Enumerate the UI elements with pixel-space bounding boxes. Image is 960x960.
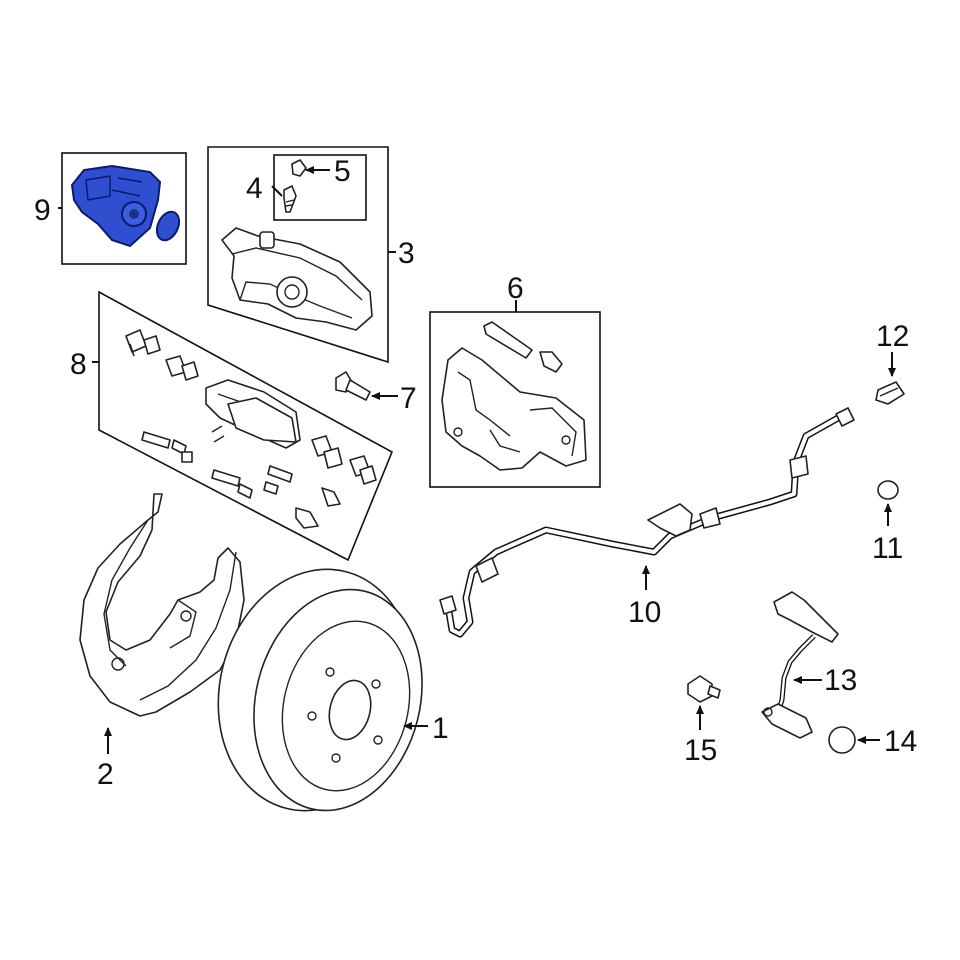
part-10-brake-line[interactable] — [439, 407, 855, 638]
callout-8: 8 — [70, 348, 87, 381]
part-12-cap[interactable] — [875, 381, 905, 405]
part-15-bolt[interactable] — [687, 675, 721, 703]
part-1-rotor[interactable] — [193, 548, 444, 831]
part-13-group[interactable]: 13 — [761, 591, 857, 739]
part-9-body — [70, 164, 162, 248]
part-15-group[interactable]: 15 — [684, 675, 721, 767]
part-6-group[interactable]: 6 — [429, 272, 601, 488]
callout-1: 1 — [432, 712, 449, 745]
part-1-group[interactable]: 1 — [193, 548, 449, 831]
part-2-dust-shield[interactable] — [79, 493, 245, 717]
callout-6: 6 — [507, 272, 524, 305]
callout-12: 12 — [876, 320, 909, 353]
part-14-oring[interactable] — [828, 726, 856, 754]
callout-10: 10 — [628, 596, 661, 629]
part-9-group[interactable]: 9 — [34, 152, 187, 265]
callout-9: 9 — [34, 194, 51, 227]
part-9-detail — [85, 175, 143, 201]
part-12-group[interactable]: 12 — [875, 320, 909, 405]
callout-11: 11 — [872, 532, 903, 565]
part-3-frame — [207, 146, 389, 364]
part-9-oring — [155, 210, 181, 242]
callout-4-leader — [271, 185, 283, 197]
part-14-group[interactable]: 14 — [828, 725, 917, 758]
part-8-frame — [98, 290, 394, 562]
part-7-group[interactable]: 7 — [335, 371, 417, 415]
part-8-clips — [125, 329, 377, 485]
callout-5: 5 — [334, 155, 351, 188]
part-6-bracket[interactable] — [441, 347, 587, 471]
part-9-actuator[interactable] — [70, 164, 183, 248]
part-3-caliper[interactable] — [221, 227, 373, 331]
callout-2: 2 — [97, 758, 114, 791]
part-7-bolt[interactable] — [335, 371, 371, 401]
part-3-group[interactable]: 3 4 5 — [207, 146, 415, 364]
callout-7: 7 — [400, 382, 417, 415]
part-6-guide-pin — [483, 321, 563, 373]
callout-3: 3 — [398, 237, 415, 270]
part-11-plug[interactable] — [877, 480, 899, 500]
callout-15: 15 — [684, 734, 717, 767]
part-5-cap[interactable] — [291, 159, 307, 177]
part-13-sensor[interactable] — [761, 591, 839, 739]
part-8-brake-pads[interactable] — [205, 379, 301, 449]
part-4-bleeder[interactable] — [283, 185, 297, 213]
part-2-group[interactable]: 2 — [79, 493, 245, 791]
part-8-group[interactable]: 8 — [70, 290, 394, 562]
part-10-group[interactable]: 10 — [439, 407, 855, 638]
callout-14: 14 — [884, 725, 917, 758]
callout-13: 13 — [824, 664, 857, 697]
part-9-port-inner — [129, 209, 139, 219]
part-8-pins — [141, 431, 341, 529]
callout-4: 4 — [246, 172, 263, 205]
part-11-group[interactable]: 11 — [872, 480, 903, 565]
